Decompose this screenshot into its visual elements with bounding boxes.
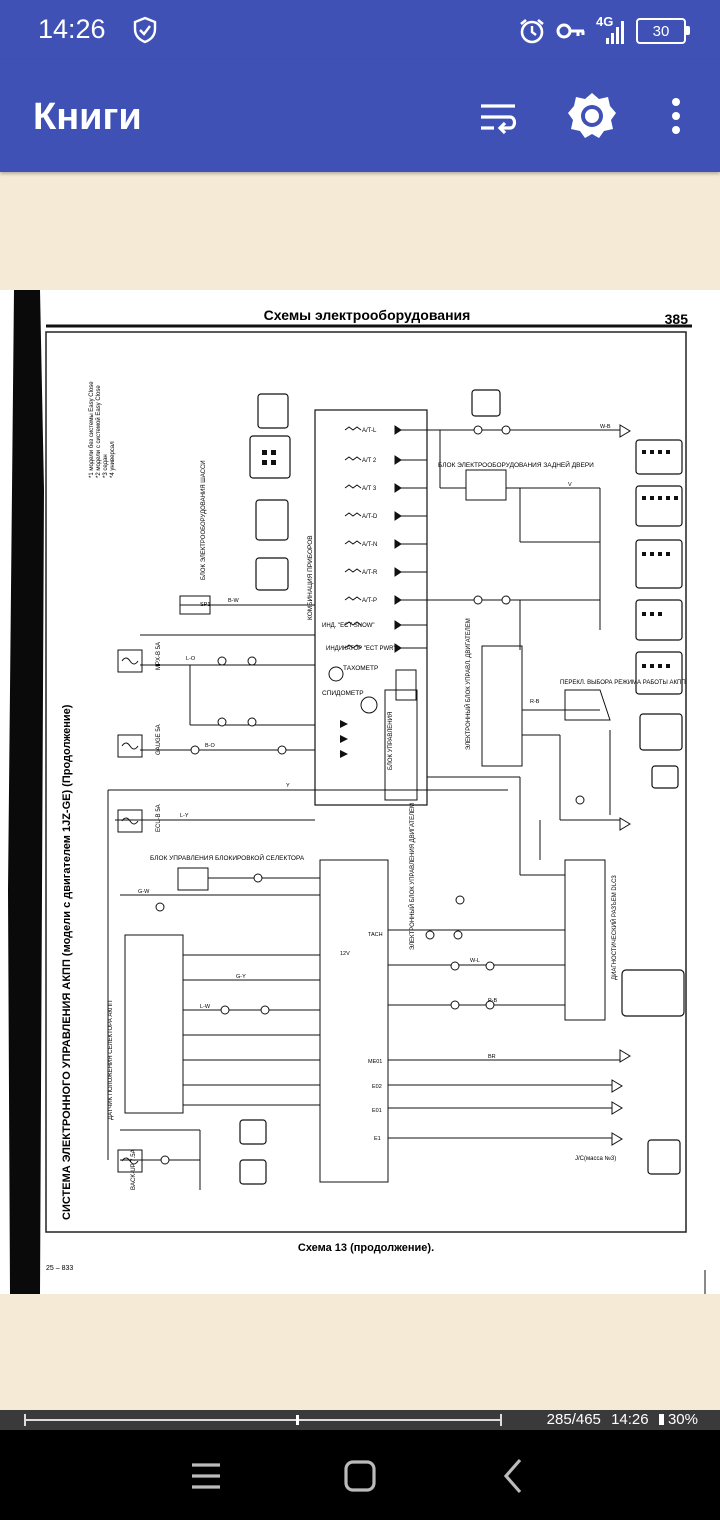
text-wrap-icon[interactable] (472, 90, 524, 142)
doc-header: Схемы электрооборудования (264, 307, 471, 323)
wire-label: W-L (470, 958, 480, 964)
legend-3: *3 седан (103, 454, 109, 478)
settings-icon[interactable] (566, 90, 618, 142)
pin-label: E01 (372, 1108, 382, 1114)
wire-label: BR (488, 1054, 496, 1060)
wire-label: Y (286, 783, 290, 789)
lamp-label: ИНДИКАТОР "ECT PWR" (326, 646, 396, 652)
fuse-label: BACK-UP 7.5A (131, 1149, 137, 1190)
fuse-label: ECU-B 5A (156, 804, 162, 832)
signal-icon: 4G (596, 14, 626, 46)
wire-label: V (568, 482, 572, 488)
fuse-label: MPX-B 5A (156, 642, 162, 670)
lamp-label: A/T-P (362, 598, 377, 604)
network-type: 4G (596, 14, 614, 29)
progress-info: 285/465 14:26 30% (547, 1411, 698, 1428)
progress-track[interactable] (24, 1419, 502, 1421)
progress-start-tick (24, 1414, 26, 1426)
tachometer-label: ТАХОМЕТР (343, 665, 378, 672)
footer-code: 25 – 833 (46, 1265, 73, 1272)
app-title: Книги (33, 96, 142, 138)
navigation-bar (0, 1430, 720, 1520)
wire-label: L-O (186, 656, 196, 662)
lamp-label: A/T-R (362, 570, 378, 576)
doc-page-number: 385 (665, 311, 689, 327)
pin-label: TACH (368, 932, 383, 938)
back-icon[interactable] (484, 1454, 544, 1498)
wire-label: B-W (228, 598, 240, 604)
lamp-label: A/T 3 (362, 486, 377, 492)
bottom-time: 14:26 (611, 1411, 649, 1428)
home-icon[interactable] (330, 1454, 390, 1498)
alarm-icon (520, 18, 544, 44)
document-page: Схемы электрооборудования 385 СИСТЕМА ЭЛ… (0, 290, 720, 1294)
status-time: 14:26 (38, 14, 106, 44)
engine-ecu-label: ЭЛЕКТРОННЫЙ БЛОК УПРАВЛ. ДВИГАТЕЛЕМ (464, 618, 472, 750)
speedometer-label: СПИДОМЕТР (322, 690, 364, 697)
battery-icon: 30 (636, 18, 690, 44)
wire-label: W-B (600, 424, 611, 430)
pin-label: E02 (372, 1084, 382, 1090)
lamp-label: A/T-N (362, 542, 377, 548)
control-block-label: БЛОК УПРАВЛЕНИЯ (388, 712, 394, 770)
battery-small-icon (658, 1414, 664, 1425)
lamp-label: A/T 2 (362, 458, 377, 464)
ground-label: J/C(масса №3) (575, 1155, 616, 1162)
status-bar: 14:26 4G 30 (0, 0, 720, 60)
chassis-block-label: БЛОК ЭЛЕКТРООБОРУДОВАНИЯ ШАССИ (201, 460, 207, 580)
key-icon (556, 23, 585, 39)
battery-level: 30 (652, 22, 670, 40)
rear-door-block-label: БЛОК ЭЛЕКТРООБОРУДОВАНИЯ ЗАДНЕЙ ДВЕРИ (438, 460, 594, 469)
shield-check-icon (133, 16, 157, 44)
bottom-battery: 30% (667, 1411, 698, 1428)
pin-label: E1 (374, 1136, 381, 1142)
legend-2: *2 модели с системой Easy Close (95, 385, 102, 478)
voltage-label: 12V (340, 951, 350, 957)
legend-4: *4 универсал (110, 441, 116, 478)
reading-progress-bar[interactable]: 285/465 14:26 30% (0, 1410, 720, 1430)
selector-lock-label: БЛОК УПРАВЛЕНИЯ БЛОКИРОВКОЙ СЕЛЕКТОРА (150, 853, 305, 862)
selector-sensor-label: ДАТЧИК ПОЛОЖЕНИЯ СЕЛЕКТОРА АКПП (108, 1000, 114, 1120)
wire-label: P-B (488, 998, 498, 1004)
lamp-label: ИНД. "ECT SNOW" (322, 623, 375, 629)
block-cluster: КОМБИНАЦИЯ ПРИБОРОВ (307, 535, 314, 620)
app-bar: Книги (0, 60, 720, 172)
doc-side-title: СИСТЕМА ЭЛЕКТРОННОГО УПРАВЛЕНИЯ АКПП (мо… (61, 704, 73, 1220)
wire-label: L-Y (180, 813, 189, 819)
recent-apps-icon[interactable] (176, 1454, 236, 1498)
legend-1: *1 модели без системы Easy Close (89, 381, 95, 478)
ecu-label: ЭЛЕКТРОННЫЙ БЛОК УПРАВЛЕНИЯ ДВИГАТЕЛЕМ (408, 803, 416, 950)
wire-label: L-W (200, 1004, 211, 1010)
more-vert-icon[interactable] (650, 90, 702, 142)
wire-label: B-O (205, 743, 216, 749)
progress-knob[interactable] (296, 1415, 300, 1425)
lamp-label: A/T-L (362, 428, 377, 434)
wire-label: G-W (138, 889, 150, 895)
progress-end-tick (500, 1414, 502, 1426)
pin-label: SP1 (200, 602, 210, 608)
dlc3-label: ДИАГНОСТИЧЕСКИЙ РАЗЪЕМ DLC3 (610, 875, 618, 980)
wire-label: R-B (530, 699, 540, 705)
page-info: 285/465 (546, 1411, 601, 1428)
wire-label: G-Y (236, 974, 246, 980)
fuse-label: GAUGE 5A (156, 724, 162, 755)
pin-label: ME01 (368, 1059, 382, 1065)
lamp-label: A/T-D (362, 514, 378, 520)
wiring-diagram: Схемы электрооборудования 385 СИСТЕМА ЭЛ… (8, 290, 706, 1294)
mode-switch-label: ПЕРЕКЛ. ВЫБОРА РЕЖИМА РАБОТЫ АКПП (560, 680, 686, 686)
diagram-caption: Схема 13 (продолжение). (298, 1242, 434, 1254)
